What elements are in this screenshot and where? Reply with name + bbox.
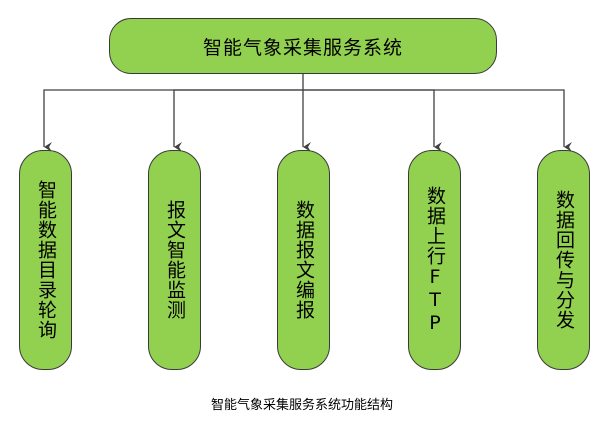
child-node-ftp-upload: 数据上行FTP xyxy=(408,150,461,370)
child-node-message-monitoring: 报文智能监测 xyxy=(148,150,201,370)
child-node-message-encoding: 数据报文编报 xyxy=(277,150,330,370)
child-node-label: 报文智能监测 xyxy=(164,200,186,320)
child-node-label: 数据上行FTP xyxy=(424,185,446,335)
root-node-label: 智能气象采集服务系统 xyxy=(202,36,403,59)
child-node-label: 数据报文编报 xyxy=(293,200,315,320)
child-node-directory-polling: 智能数据目录轮询 xyxy=(19,150,72,370)
child-node-return-distribution: 数据回传与分发 xyxy=(537,150,590,370)
connector-arrow-2 xyxy=(173,89,303,152)
connector-arrow-5 xyxy=(303,89,572,152)
connector-arrow-4 xyxy=(303,89,442,152)
child-node-label: 智能数据目录轮询 xyxy=(35,180,57,340)
root-node: 智能气象采集服务系统 xyxy=(109,18,497,74)
child-node-label: 数据回传与分发 xyxy=(553,190,575,330)
figure-caption: 智能气象采集服务系统功能结构 xyxy=(210,398,393,413)
